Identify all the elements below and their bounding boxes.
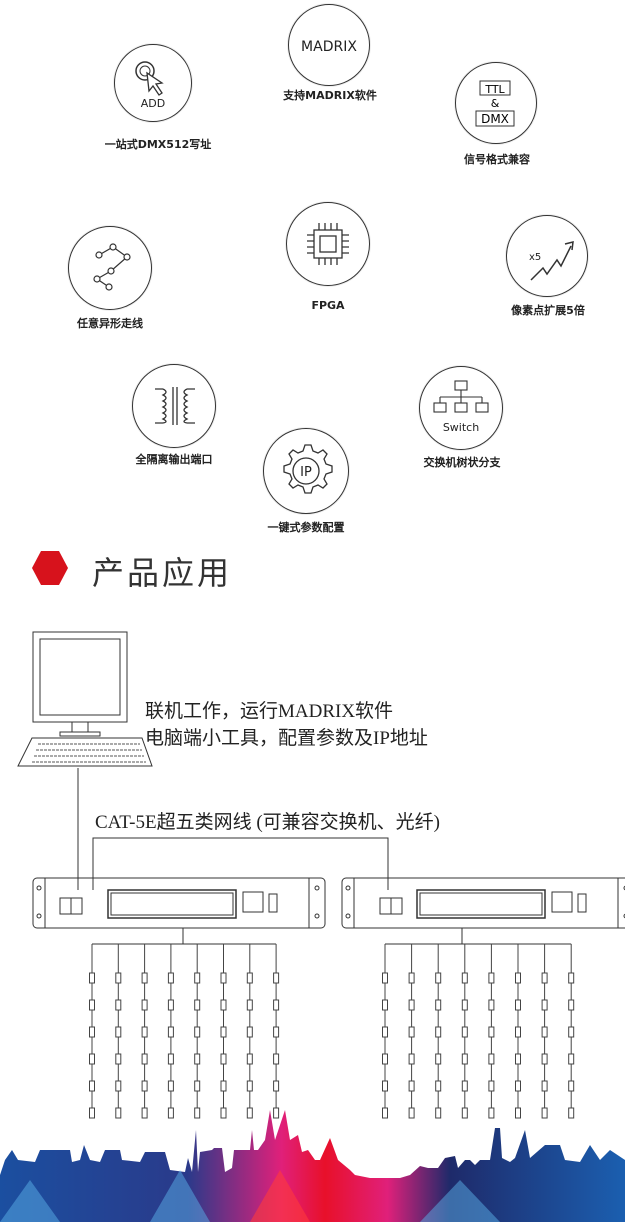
pixel-light-string [115, 944, 122, 1119]
dmx-text: DMX [481, 112, 509, 126]
ttl-dmx-icon: TTL & DMX [455, 62, 537, 144]
power-switch [577, 893, 587, 913]
pixel-light-string [246, 944, 253, 1119]
madrix-icon-text: MADRIX [301, 39, 357, 55]
pixel-light-string [167, 944, 174, 1119]
ethernet-port-b [390, 897, 403, 915]
feature-label-pixel: 像素点扩展5倍 [511, 304, 585, 317]
config-text: 电脑端小工具，配置参数及IP地址 [145, 727, 428, 749]
pixel-light-string [89, 944, 95, 1119]
feature-label-ip: 一键式参数配置 [267, 521, 345, 534]
feature-label-routing: 任意异形走线 [77, 317, 143, 330]
pixel-light-string [273, 944, 280, 1119]
pixel-light-string [141, 944, 148, 1119]
pixel-light-string [488, 944, 495, 1119]
cable-lines [77, 768, 389, 890]
ttl-text: TTL [484, 83, 505, 96]
city-skyline-banner [0, 1110, 625, 1222]
feature-label-switch: 交换机树状分支 [423, 456, 501, 469]
ethernet-port-a [379, 897, 392, 915]
software-text: 联机工作，运行MADRIX软件 [145, 700, 393, 722]
pixel-light-string [220, 944, 227, 1119]
pixel-light-string [435, 944, 442, 1119]
feature-label-isolation: 全隔离输出端口 [135, 453, 213, 466]
power-socket [242, 891, 264, 913]
x5-text: x5 [529, 252, 541, 263]
pixel-expand-icon: x5 [506, 215, 588, 297]
section-title: 产品应用 [92, 554, 233, 592]
display-panel [416, 889, 546, 919]
ip-text: IP [300, 465, 312, 480]
pixel-light-string [194, 944, 201, 1119]
chip-icon [286, 202, 370, 286]
section-hexagon-icon [32, 551, 68, 585]
pixel-light-string [461, 944, 468, 1119]
power-socket [551, 891, 573, 913]
pixel-light-string [408, 944, 415, 1119]
computer-icon [17, 631, 153, 767]
controller-unit [32, 877, 326, 945]
switch-tree-icon: Switch [419, 366, 503, 450]
pixel-light-string [568, 944, 575, 1119]
amp-text: & [491, 97, 500, 110]
cable-text: CAT-5E超五类网线 (可兼容交换机、光纤) [95, 811, 440, 833]
application-diagram: 联机工作，运行MADRIX软件 电脑端小工具，配置参数及IP地址 CAT-5E超… [17, 631, 625, 1119]
display-panel [107, 889, 237, 919]
pixel-light-string [541, 944, 548, 1119]
switch-text: Switch [443, 421, 479, 434]
pixel-light-string [382, 944, 388, 1119]
feature-label-dmx512: 一站式DMX512写址 [104, 138, 212, 151]
transformer-icon [132, 364, 216, 448]
add-feature-icon: ADD [114, 44, 192, 122]
madrix-icon: MADRIX [288, 4, 370, 86]
feature-label-madrix: 支持MADRIX软件 [283, 89, 377, 102]
ip-gear-icon: IP [263, 428, 349, 514]
feature-label-fpga: FPGA [311, 299, 345, 312]
route-icon [68, 226, 152, 310]
pixel-light-string [515, 944, 521, 1119]
power-switch [268, 893, 278, 913]
ethernet-port-b [70, 897, 83, 915]
add-icon-text: ADD [141, 97, 165, 110]
ethernet-port-a [59, 897, 72, 915]
feature-label-signal: 信号格式兼容 [464, 153, 530, 166]
controller-unit [341, 877, 625, 945]
